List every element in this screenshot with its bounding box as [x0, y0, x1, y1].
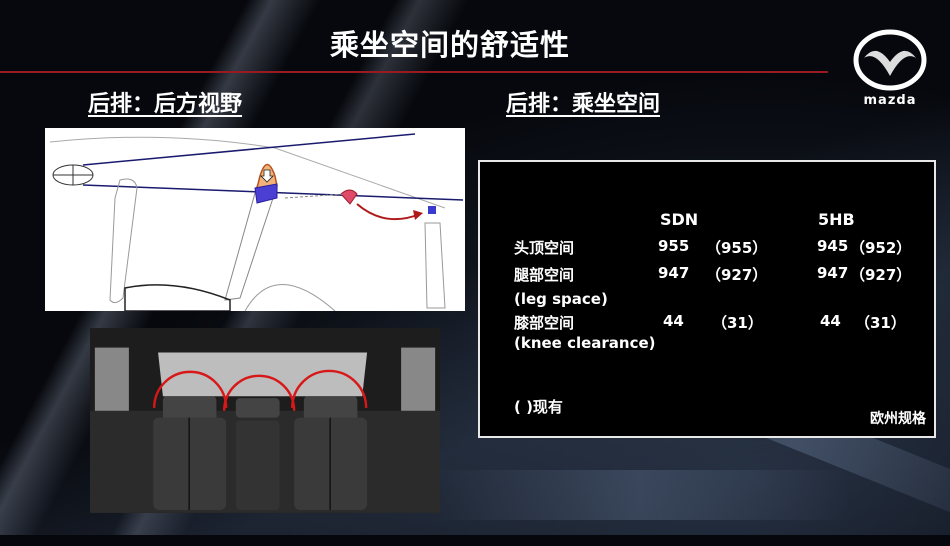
sightline-diagram — [45, 128, 465, 311]
hb-value: 947 — [817, 264, 849, 282]
row-label: 膝部空间 — [514, 314, 575, 332]
title-divider — [0, 71, 828, 73]
sdn-previous-value: （955） — [706, 239, 768, 257]
spec-region-note: 欧州规格 — [870, 411, 926, 427]
column-header-sdn: SDN — [660, 210, 699, 229]
sdn-value: 955 — [658, 237, 690, 255]
hb-value: 945 — [817, 237, 849, 255]
sdn-value: 947 — [658, 264, 690, 282]
background-light-streak — [430, 470, 850, 520]
row-sublabel: (knee clearance) — [514, 334, 656, 352]
sdn-previous-value: （31） — [712, 314, 763, 332]
legend-note: ( )现有 — [514, 398, 563, 416]
rear-space-spec-table: SDN 5HB 头顶空间 955 （955） 945 （952） 腿部空间 (l… — [478, 160, 936, 438]
row-sublabel: (leg space) — [514, 290, 608, 308]
hb-value: 44 — [820, 312, 841, 330]
column-header-5hb: 5HB — [818, 210, 855, 229]
row-label: 头顶空间 — [514, 239, 575, 257]
rear-space-heading: 后排：乘坐空间 — [506, 92, 661, 117]
hb-previous-value: （927） — [850, 266, 912, 284]
logo-wordmark: mazda — [863, 93, 917, 108]
hb-previous-value: （31） — [855, 314, 906, 332]
rear-visibility-heading: 后排：后方视野 — [88, 92, 243, 117]
slide-title: 乘坐空间的舒适性 — [329, 28, 570, 62]
sdn-previous-value: （927） — [706, 266, 768, 284]
mazda-logo-icon — [853, 29, 927, 91]
hb-previous-value: （952） — [850, 239, 912, 257]
sdn-value: 44 — [663, 312, 684, 330]
rear-seat-photo — [90, 328, 440, 513]
row-label: 腿部空间 — [514, 266, 575, 284]
